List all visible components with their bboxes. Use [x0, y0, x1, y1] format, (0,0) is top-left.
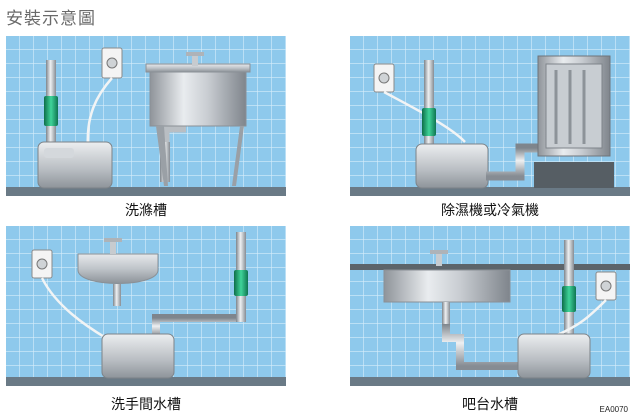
check-valve-icon: [422, 108, 436, 136]
model-code: EA0070: [599, 405, 628, 414]
dehumidifier-diagram: [350, 36, 630, 196]
macerator-pump-icon: [101, 333, 175, 379]
check-valve-icon: [562, 286, 576, 312]
bathroom-sink-diagram: [6, 226, 286, 386]
check-valve-icon: [44, 96, 58, 126]
panel-dehumidifier: [350, 36, 630, 196]
socket-icon: [373, 63, 395, 93]
washbasin-icon: [77, 238, 159, 284]
panel-bar-sink: [350, 226, 630, 386]
panel-kitchen-sink: [6, 36, 286, 196]
macerator-pump-icon: [517, 333, 591, 379]
page-title: 安裝示意圖: [6, 9, 96, 29]
sink-icon: [145, 52, 251, 186]
caption-bar-sink: 吧台水槽: [462, 397, 518, 413]
kitchen-sink-diagram: [6, 36, 286, 196]
caption-bathroom-sink: 洗手間水槽: [111, 397, 181, 413]
socket-icon: [31, 249, 53, 279]
caption-kitchen-sink: 洗滌槽: [125, 203, 167, 219]
macerator-pump-icon: [415, 143, 489, 189]
panel-bathroom-sink: [6, 226, 286, 386]
vent-pipe: [424, 60, 434, 146]
dehumidifier-icon: [534, 55, 614, 188]
socket-icon: [595, 271, 617, 301]
socket-icon: [101, 47, 123, 79]
bar-sink-diagram: [350, 226, 630, 386]
check-valve-icon: [234, 270, 248, 296]
countertop: [350, 264, 630, 270]
macerator-pump-icon: [37, 141, 113, 189]
caption-dehumidifier: 除濕機或冷氣機: [441, 203, 539, 219]
